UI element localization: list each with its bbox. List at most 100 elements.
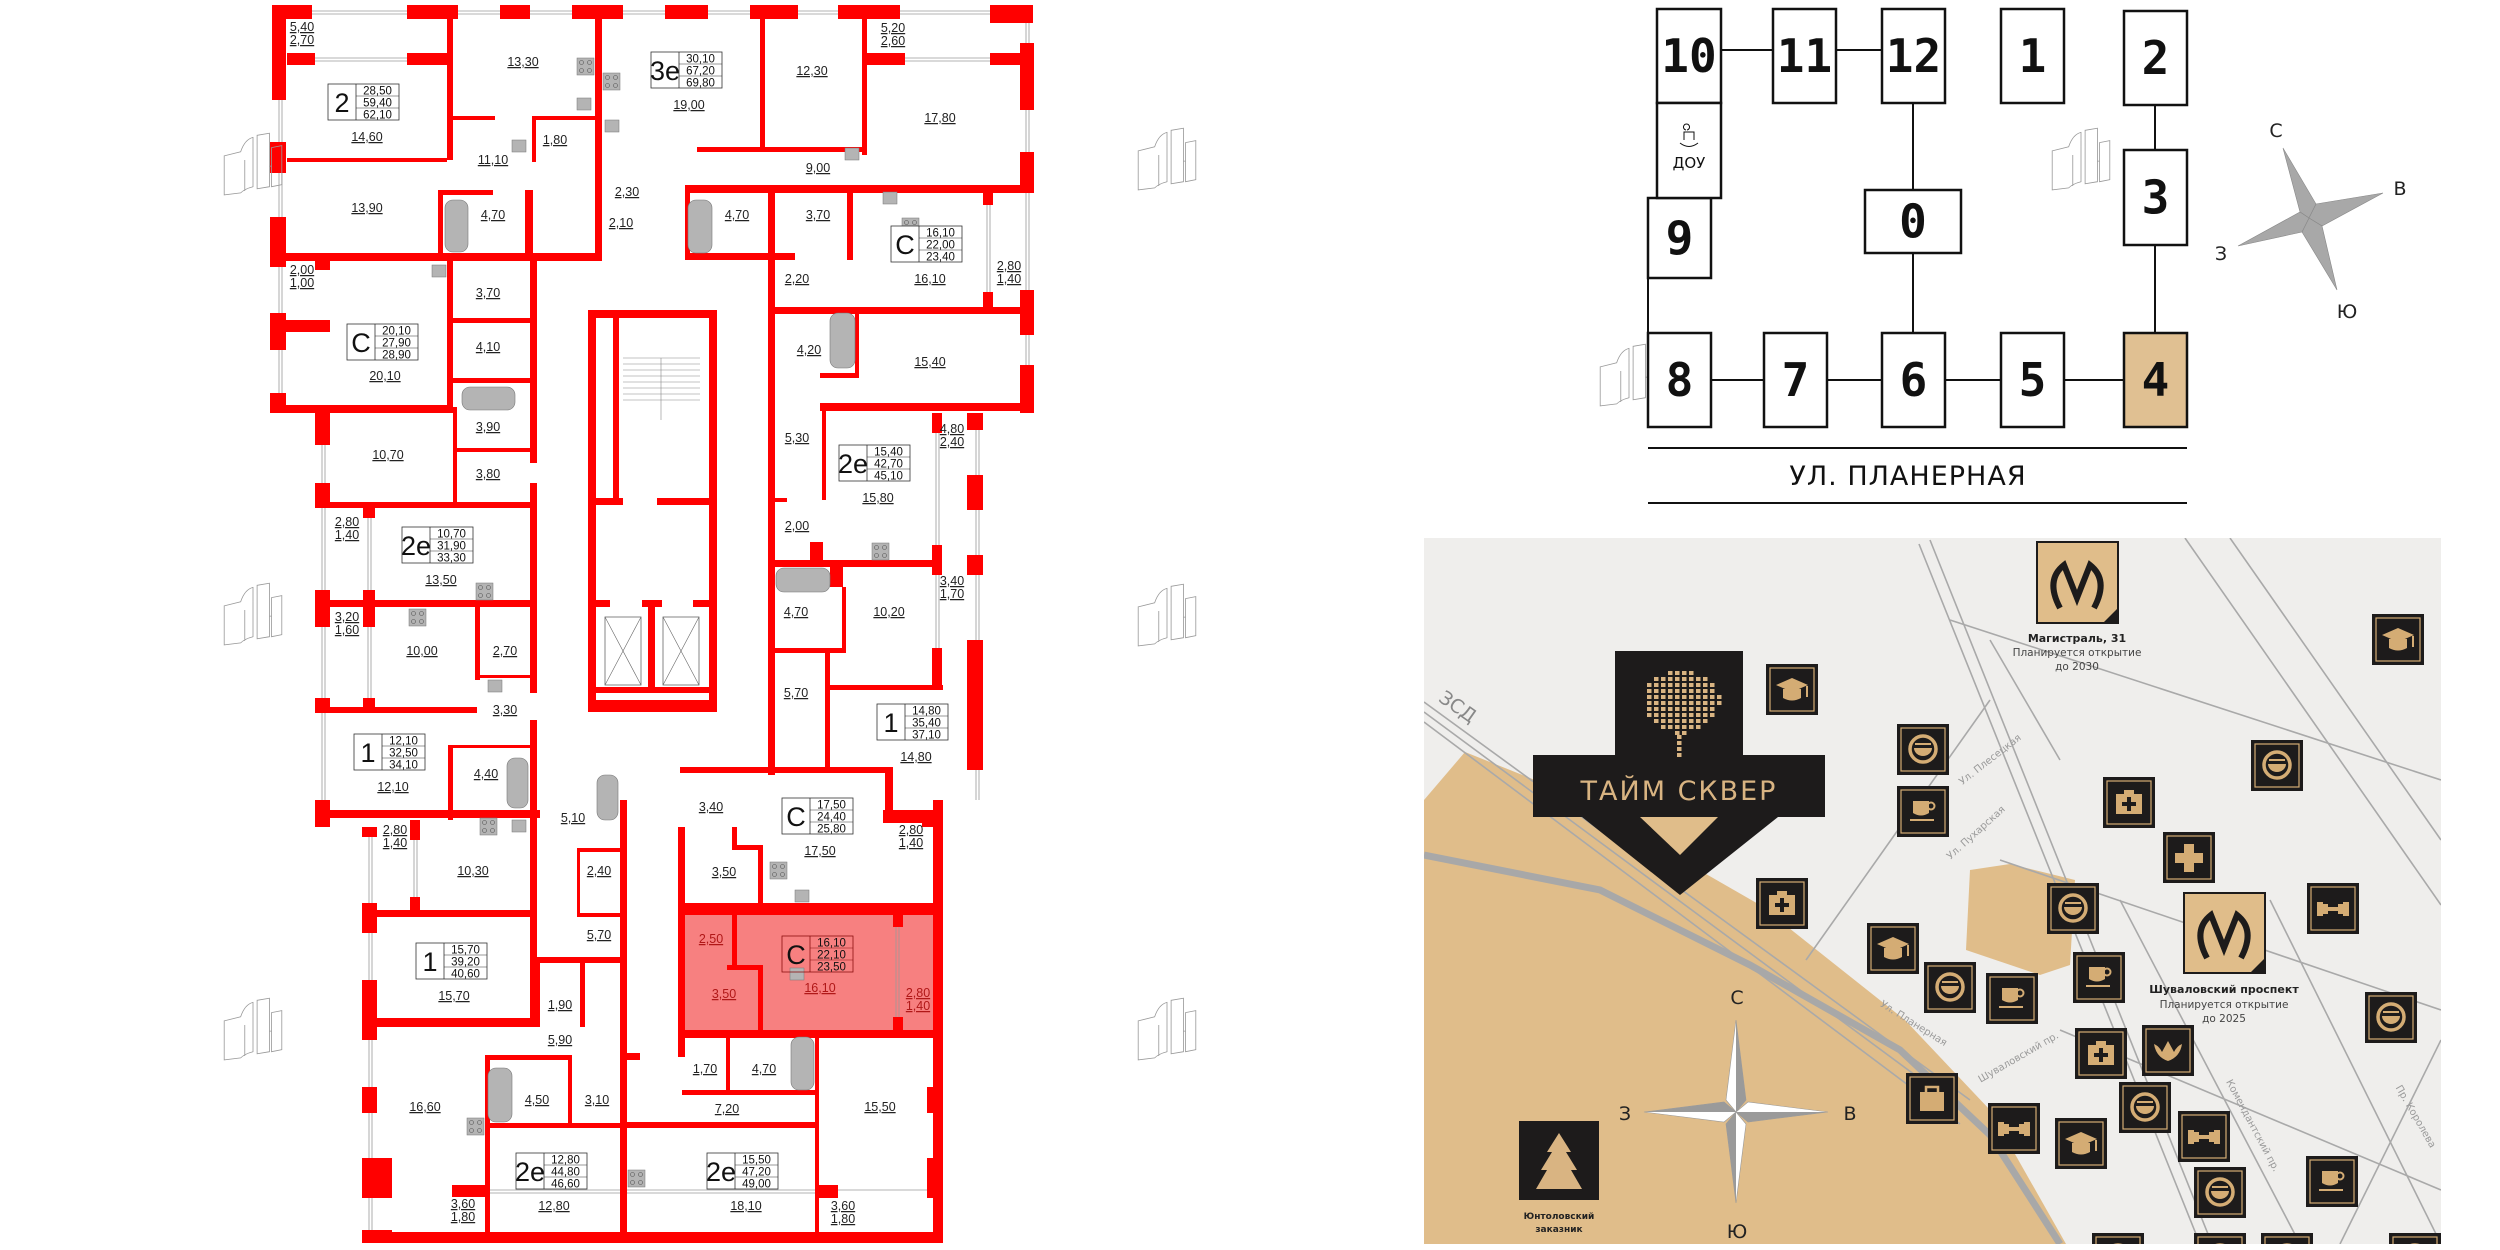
building[interactable]: 0 bbox=[1863, 188, 1963, 255]
room-area-label: 2,20 bbox=[785, 272, 809, 286]
wall bbox=[983, 292, 993, 307]
building[interactable]: 1 bbox=[1999, 7, 2066, 105]
smile-poi-icon[interactable] bbox=[1924, 962, 1976, 1013]
building-number: 11 bbox=[1777, 29, 1832, 83]
metro-name: Шуваловский проспект bbox=[2149, 983, 2299, 996]
wall bbox=[682, 1090, 817, 1095]
bag-poi-icon[interactable] bbox=[1906, 1073, 1958, 1124]
balcony-reduced-area: 1,00 bbox=[290, 276, 314, 290]
metro-station-magistral[interactable]: Магистраль, 31 Планируется открытие до 2… bbox=[2013, 541, 2142, 673]
room-area-label: 10,20 bbox=[873, 605, 904, 619]
wall bbox=[760, 5, 765, 150]
apartment-area: 15,40 bbox=[874, 447, 903, 459]
smile-poi-icon[interactable] bbox=[1897, 724, 1949, 775]
room-area: 12,30 bbox=[796, 64, 827, 78]
building[interactable]: 6 bbox=[1880, 331, 1947, 429]
wall bbox=[407, 53, 452, 65]
balcony-area-label: 4,802,40 bbox=[940, 422, 964, 449]
dumbbell-poi-icon[interactable] bbox=[2307, 883, 2359, 934]
room-area: 2,10 bbox=[609, 216, 633, 230]
wall bbox=[613, 317, 619, 500]
smile-poi-icon[interactable] bbox=[2261, 1233, 2313, 1250]
apartment-area: 59,40 bbox=[363, 98, 392, 110]
building-current[interactable]: 4 bbox=[2122, 331, 2189, 429]
location-map[interactable]: ТАЙМ СКВЕР ЗСД Ул. Планерная Ул. Плесецк… bbox=[1424, 538, 2441, 1250]
wall bbox=[768, 185, 775, 775]
coffee-poi-icon[interactable] bbox=[1986, 973, 2038, 1024]
room-area: 17,80 bbox=[924, 111, 955, 125]
medkit-poi-icon[interactable] bbox=[1756, 878, 1808, 929]
wall bbox=[363, 505, 375, 518]
smile-poi-icon[interactable] bbox=[2194, 1233, 2246, 1250]
nature-reserve[interactable]: Юнтоловский заказник bbox=[1519, 1121, 1599, 1235]
wall bbox=[967, 640, 983, 770]
education-poi-icon[interactable] bbox=[1766, 664, 1818, 715]
room-area: 2,00 bbox=[290, 263, 314, 277]
coffee-poi-icon[interactable] bbox=[2306, 1156, 2358, 1207]
smile-poi-icon[interactable] bbox=[2092, 1233, 2144, 1250]
road bbox=[1424, 721, 1961, 1125]
room-area: 4,40 bbox=[474, 767, 498, 781]
apartment-area: 31,90 bbox=[437, 541, 466, 553]
room-area: 3,50 bbox=[712, 865, 736, 879]
dumbbell-poi-icon[interactable] bbox=[2178, 1111, 2230, 1162]
building[interactable]: 8 bbox=[1646, 331, 1713, 429]
smile-poi-icon[interactable] bbox=[2389, 1233, 2441, 1250]
wall bbox=[450, 116, 495, 120]
coffee-poi-icon[interactable] bbox=[2073, 952, 2125, 1003]
building[interactable]: 3 bbox=[2122, 148, 2189, 247]
building[interactable]: 9 bbox=[1646, 196, 1713, 280]
watermark-logo-icon bbox=[1137, 583, 1197, 647]
room-area: 4,70 bbox=[784, 605, 808, 619]
education-poi-icon[interactable] bbox=[2055, 1118, 2107, 1169]
building[interactable]: 12 bbox=[1880, 7, 1947, 105]
balcony-reduced-area: 1,80 bbox=[831, 1212, 855, 1226]
building[interactable]: 2 bbox=[2122, 9, 2189, 107]
building[interactable]: 7 bbox=[1762, 331, 1829, 429]
stove-icon bbox=[871, 542, 890, 561]
wall bbox=[475, 607, 480, 680]
kindergarten[interactable]: ДОУ bbox=[1655, 101, 1723, 200]
compass-south: Ю bbox=[2337, 301, 2358, 323]
apartment-area: 27,90 bbox=[382, 338, 411, 350]
smile-poi-icon[interactable] bbox=[2047, 883, 2099, 934]
dumbbell-poi-icon[interactable] bbox=[1988, 1103, 2040, 1154]
building[interactable]: 10 bbox=[1655, 7, 1723, 105]
room-area-label: 12,30 bbox=[796, 64, 827, 78]
apartment-area: 15,70 bbox=[451, 945, 480, 957]
wall bbox=[452, 378, 537, 383]
building[interactable]: 5 bbox=[1999, 331, 2066, 429]
smile-poi-icon[interactable] bbox=[2119, 1082, 2171, 1133]
smile-poi-icon[interactable] bbox=[2251, 740, 2303, 791]
metro-station-shuvalovsky[interactable]: Шуваловский проспект Планируется открыти… bbox=[2149, 892, 2299, 1025]
crown-poi-icon[interactable] bbox=[2142, 1025, 2194, 1076]
plus-poi-icon[interactable] bbox=[2163, 832, 2215, 883]
education-poi-icon[interactable] bbox=[2372, 614, 2424, 665]
room-area: 5,40 bbox=[290, 20, 314, 34]
medkit-poi-icon[interactable] bbox=[2075, 1028, 2127, 1079]
smile-poi-icon[interactable] bbox=[2194, 1167, 2246, 1218]
education-poi-icon[interactable] bbox=[1867, 923, 1919, 974]
smile-poi-icon[interactable] bbox=[2365, 992, 2417, 1043]
building[interactable]: 11 bbox=[1771, 7, 1838, 105]
wall bbox=[727, 965, 763, 970]
room-area: 4,70 bbox=[752, 1062, 776, 1076]
room-area: 4,10 bbox=[476, 340, 500, 354]
coffee-poi-icon[interactable] bbox=[1897, 786, 1949, 837]
medkit-poi-icon[interactable] bbox=[2103, 777, 2155, 828]
wall bbox=[750, 5, 798, 19]
stove-icon bbox=[479, 817, 498, 836]
